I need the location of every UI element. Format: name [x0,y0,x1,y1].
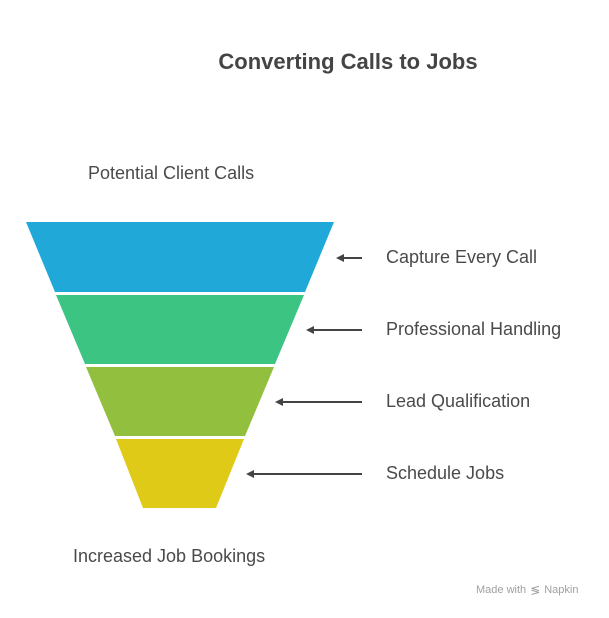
arrow-left-icon [306,326,362,334]
funnel-bottom-label: Increased Job Bookings [73,546,266,566]
stage-label-capture: Capture Every Call [386,247,538,267]
funnel-stage-4 [116,439,244,508]
funnel-stage-1 [26,222,334,292]
funnel-stage-3 [86,367,274,436]
stage-label-schedule: Schedule Jobs [386,463,505,483]
stage-label-qualification: Lead Qualification [386,391,531,411]
made-with-napkin-badge[interactable]: Made with ≶ Napkin [476,583,578,597]
diagram-title: Converting Calls to Jobs [218,49,478,74]
napkin-logo-icon: ≶ [530,583,541,597]
arrow-left-icon [275,398,362,406]
arrow-left-icon [246,470,362,478]
funnel-stage-2 [56,295,304,364]
funnel-top-label: Potential Client Calls [88,163,255,183]
stage-label-handling: Professional Handling [386,319,562,339]
made-with-text: Made with [476,584,527,596]
brand-name: Napkin [544,584,579,596]
arrow-left-icon [336,254,362,262]
